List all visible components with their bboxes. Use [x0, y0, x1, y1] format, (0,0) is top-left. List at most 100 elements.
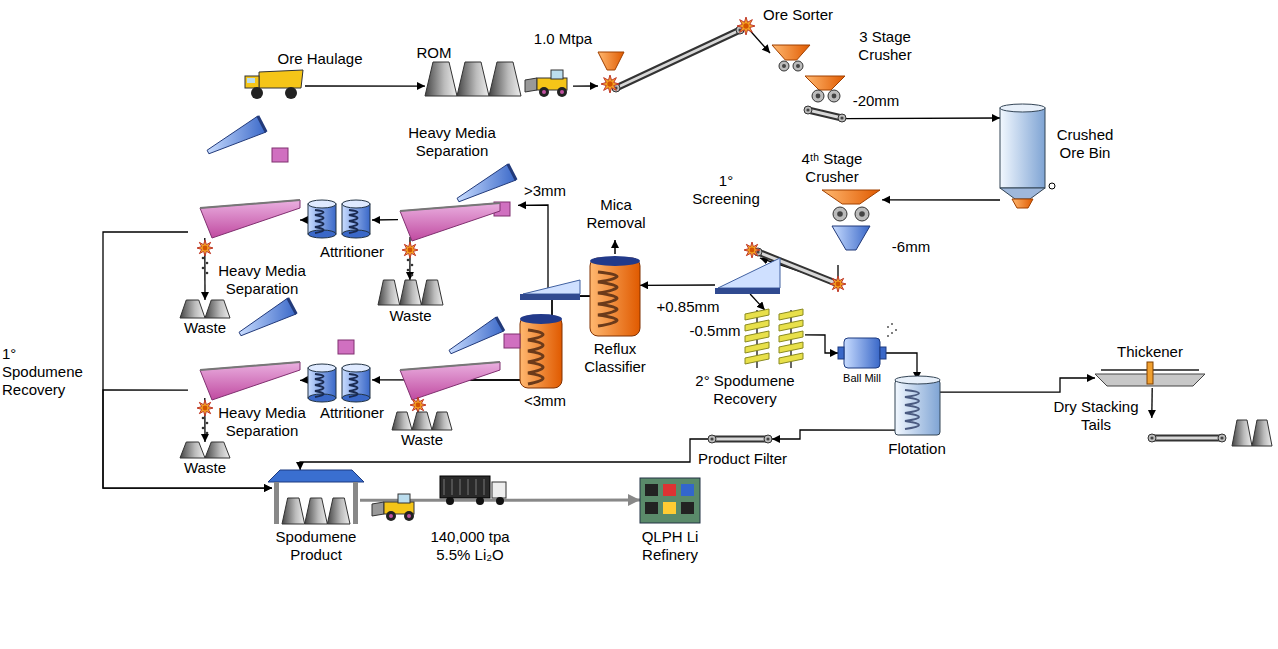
- attritioner-impeller: [349, 374, 358, 397]
- attritioner-top: [342, 200, 370, 208]
- falling-ore-dot: [202, 417, 205, 420]
- equipment-node: Heavy Media Separation: [188, 118, 300, 238]
- sorter-star-core: [836, 282, 841, 287]
- flow-connector: [1151, 388, 1153, 418]
- ball-mill-shell: [844, 338, 880, 368]
- conveyor-belt: [616, 30, 740, 88]
- equipment-label: 1° Screening: [688, 172, 764, 208]
- classifier-plates: [598, 272, 617, 326]
- stockpile: [205, 300, 230, 318]
- equipment-node: Waste: [378, 280, 443, 305]
- process-note: -6mm: [888, 238, 934, 256]
- cone-crusher: [832, 226, 870, 250]
- equipment-node: Waste: [392, 412, 452, 430]
- mill-spray-dot: [887, 326, 889, 328]
- trailer-rib: [444, 479, 445, 495]
- hydrocyclone: [449, 317, 504, 354]
- sorter-star-core: [750, 248, 755, 253]
- crusher-roll-hub: [837, 211, 843, 217]
- stockpile: [282, 498, 305, 524]
- loader-cab: [551, 70, 563, 79]
- mill-spray-dot: [891, 332, 893, 334]
- refinery-chip: [645, 502, 658, 514]
- equipment-label: Waste: [176, 459, 234, 477]
- crusher-roll: [855, 207, 869, 221]
- refinery-chip: [663, 502, 676, 514]
- attritioner-top: [308, 200, 336, 208]
- flow-connector: [805, 335, 838, 353]
- haul-truck-window: [247, 78, 255, 83]
- spiral-turn: [745, 353, 769, 364]
- equipment-node: Flotation: [895, 380, 940, 435]
- equipment-label: 2° Spodumene Recovery: [690, 372, 800, 408]
- trailer-rib: [460, 479, 461, 495]
- vibrating-screen-base: [520, 294, 580, 300]
- size-fraction-label: <3mm: [522, 392, 568, 410]
- stockpile: [305, 498, 328, 524]
- crusher-roll: [793, 61, 803, 71]
- trailer-rib: [468, 479, 469, 495]
- equipment-label: Heavy Media Separation: [392, 124, 512, 160]
- ball-mill-trunnion: [880, 347, 886, 359]
- equipment-node: Heavy Media Separation: [188, 300, 300, 398]
- bath-rail: [200, 362, 300, 370]
- equipment-node: Dry Stacking Tails: [1148, 418, 1275, 446]
- equipment-node: QLPH Li Refinery: [640, 478, 700, 523]
- process-note: Mica Removal: [583, 196, 649, 232]
- equipment-node: 3 Stage Crusher: [770, 45, 845, 125]
- size-fraction-label: >3mm: [522, 182, 568, 200]
- bin-feeder: [1012, 199, 1033, 208]
- equipment-label: Ball Mill: [832, 372, 892, 385]
- hydrocyclone-cap: [508, 164, 516, 180]
- equipment-label: Product Filter: [695, 450, 790, 468]
- stockpile: [392, 412, 412, 430]
- flotation-top: [895, 376, 940, 384]
- crusher-roll: [1148, 434, 1156, 442]
- crusher-roll-hub: [1150, 436, 1153, 439]
- dense-media-bath: [400, 362, 500, 400]
- loader-bucket: [525, 78, 537, 92]
- equipment-label: Crushed Ore Bin: [1052, 126, 1118, 162]
- feed-hopper: [598, 52, 624, 70]
- equipment-label: Spodumene Product: [271, 528, 361, 564]
- crusher-roll: [708, 435, 716, 443]
- loader-wheel: [404, 511, 414, 521]
- loader-wheel: [557, 87, 567, 97]
- product-shed-post: [274, 482, 279, 524]
- attritioner-impeller: [349, 210, 358, 233]
- conveyor-belt-top: [808, 110, 842, 118]
- flow-connector: [300, 439, 708, 470]
- spiral-turn: [779, 320, 803, 331]
- flow-connector: [300, 379, 308, 381]
- conveyor-belt-top: [1152, 437, 1222, 440]
- loader-cab: [398, 494, 410, 503]
- haul-truck-wheel: [251, 87, 263, 99]
- conveyor-belt-top: [712, 438, 768, 441]
- feed-hopper: [772, 45, 810, 60]
- flow-connector: [418, 296, 590, 412]
- crusher-roll-hub: [1220, 436, 1223, 439]
- bath-rail: [400, 362, 500, 370]
- equipment-node: Crushed Ore Bin: [1000, 108, 1045, 208]
- stockpile: [400, 280, 422, 305]
- hydrocyclone: [239, 298, 296, 336]
- falling-ore-dot: [206, 272, 209, 275]
- equipment-label: 3 Stage Crusher: [850, 28, 920, 64]
- road-truck-wheel: [476, 497, 484, 505]
- sorter-star: [601, 75, 619, 93]
- equipment-label: 4ᵗʰ Stage Crusher: [792, 150, 872, 186]
- crusher-roll: [1218, 434, 1226, 442]
- hydrocyclone-cap: [258, 116, 266, 132]
- stockpile: [180, 442, 205, 458]
- attritioner-top: [308, 364, 336, 372]
- trailer-rib: [484, 479, 485, 495]
- equipment-node: Attritioner: [308, 362, 372, 400]
- process-note: -20mm: [850, 92, 902, 110]
- flow-connector: [940, 378, 1095, 392]
- classifier-cap: [590, 256, 640, 266]
- stockpile: [425, 62, 457, 96]
- flow-connector: [573, 85, 598, 86]
- crushed-ore-bin: [1000, 108, 1045, 188]
- stockpile: [205, 442, 230, 458]
